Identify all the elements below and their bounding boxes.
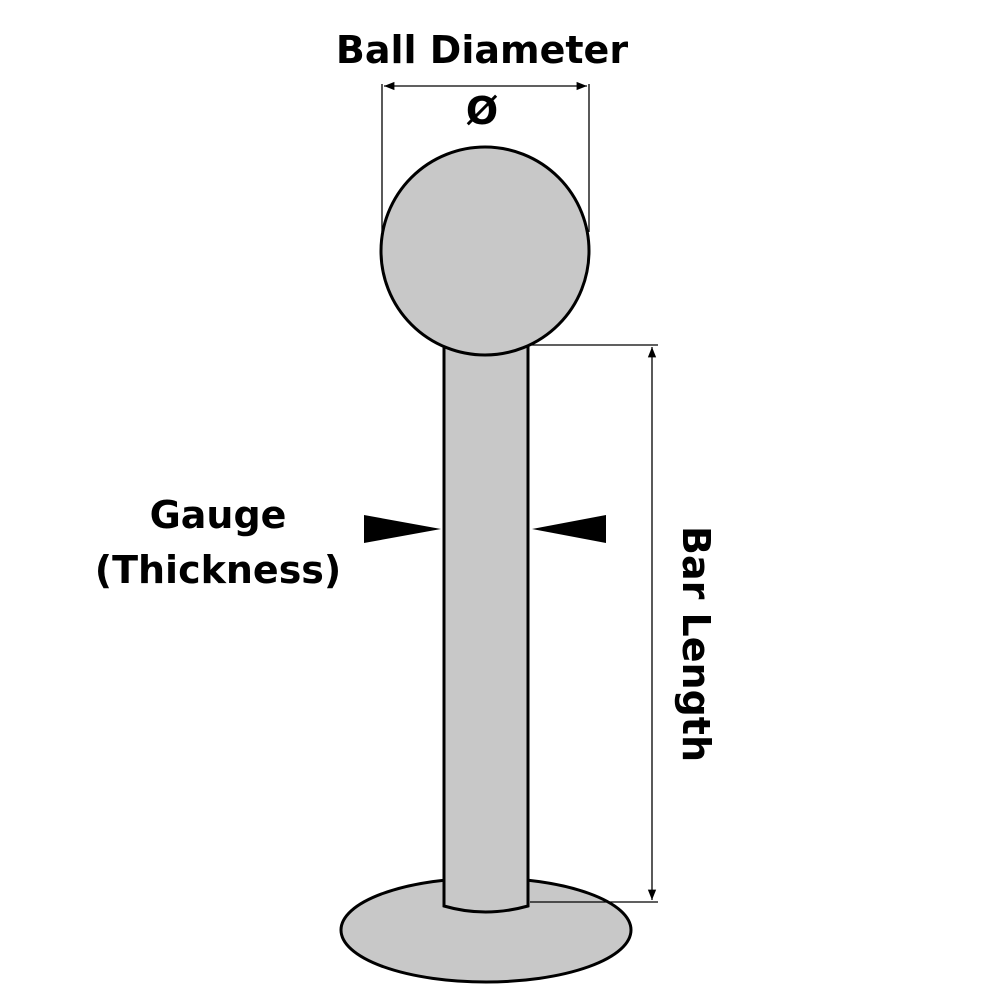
gauge-pointer-right bbox=[532, 515, 606, 543]
gauge-label-line1: Gauge bbox=[150, 493, 287, 537]
gauge-pointer-left bbox=[364, 515, 441, 543]
gauge-label-line2: (Thickness) bbox=[95, 548, 342, 592]
diameter-symbol: Ø bbox=[466, 89, 498, 133]
ball-diameter-dimension bbox=[381, 81, 590, 232]
gauge-pointers bbox=[364, 515, 606, 543]
labret-bar bbox=[442, 298, 530, 914]
ball-diameter-label: Ball Diameter bbox=[336, 28, 628, 72]
bar-length-dimension bbox=[530, 344, 658, 903]
bar-length-label: Bar Length bbox=[674, 526, 718, 762]
labret-ball bbox=[379, 145, 591, 357]
